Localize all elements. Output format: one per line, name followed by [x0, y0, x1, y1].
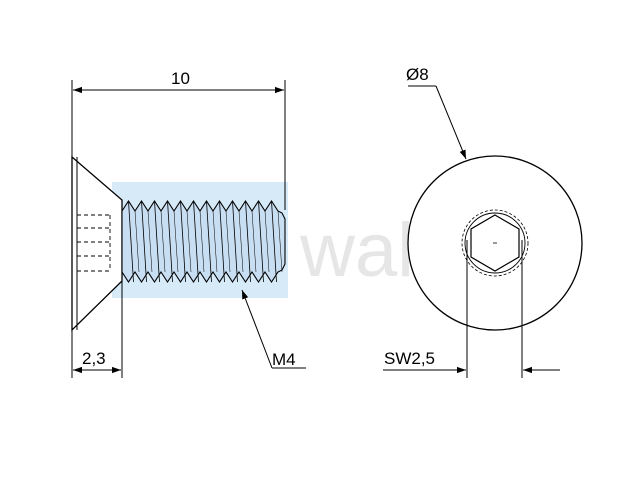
thread-leader: M4	[241, 289, 306, 369]
thread-root	[238, 210, 244, 273]
thread-root	[277, 210, 283, 273]
hidden-socket-lines	[77, 214, 111, 272]
screw-side-view	[71, 155, 288, 332]
thread-flank	[180, 200, 186, 283]
thread-label: M4	[272, 350, 296, 369]
thread-root	[173, 210, 179, 273]
socket-size-label: SW2,5	[384, 349, 435, 368]
thread-flank	[219, 200, 225, 283]
screw-top-view	[407, 155, 583, 331]
thread-root	[225, 210, 231, 273]
thread-flank	[193, 200, 199, 283]
thread-root	[251, 210, 257, 273]
thread-flank	[245, 200, 251, 283]
thread-root	[264, 210, 270, 273]
thread-flank	[206, 200, 212, 283]
thread-root	[160, 210, 166, 273]
thread-root	[134, 210, 140, 273]
diameter-leader: Ø8	[406, 65, 467, 160]
head-height-label: 2,3	[82, 349, 106, 368]
thread-flank	[154, 200, 160, 283]
dimension-head-height: 2,3	[71, 281, 123, 378]
thread-flank	[128, 200, 134, 283]
socket-recess-circle	[461, 209, 529, 277]
threaded-shank	[121, 199, 286, 284]
thread-root	[186, 210, 192, 273]
dimension-length: 10	[71, 69, 286, 210]
thread-flank	[271, 200, 277, 283]
socket-inner-circle	[464, 212, 526, 274]
thread-root	[212, 210, 218, 273]
thread-flank	[258, 200, 264, 283]
length-label: 10	[171, 69, 190, 88]
thread-root	[147, 210, 153, 273]
thread-root	[199, 210, 205, 273]
thread-flank	[141, 200, 147, 283]
thread-flank	[167, 200, 173, 283]
diameter-label: Ø8	[406, 65, 429, 84]
dimension-socket-size: SW2,5	[383, 240, 560, 378]
thread-flank	[232, 200, 238, 283]
